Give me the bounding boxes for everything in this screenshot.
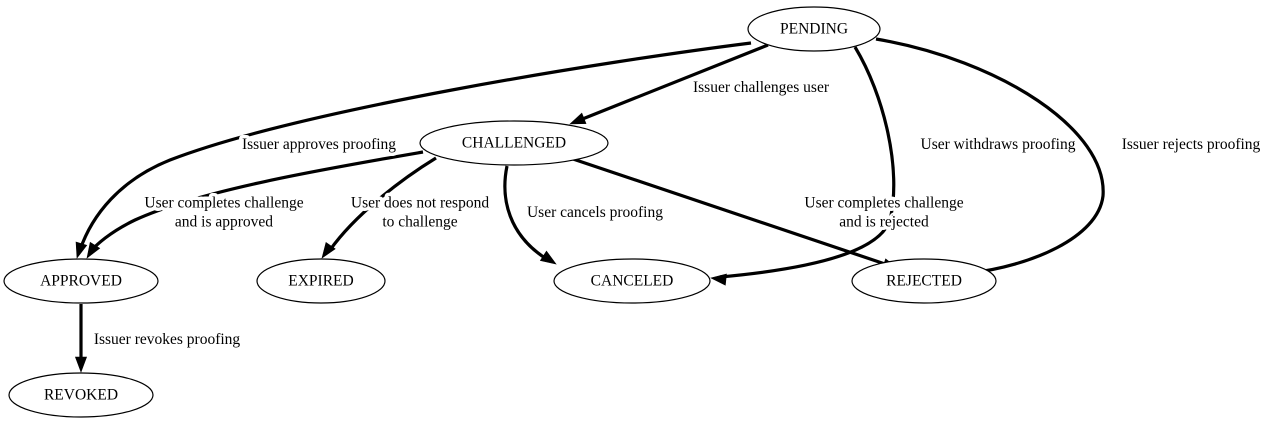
arrowhead-icon: [86, 241, 101, 259]
edge-label-halo: Issuer approves proofing: [242, 136, 396, 153]
edge-pending-challenged: [569, 43, 769, 125]
edge-line: [569, 156, 889, 267]
edge-label-challenged-rejected: User completes challenge and is rejected: [804, 194, 963, 230]
edge-label-pending-approved: Issuer approves proofing: [242, 136, 396, 153]
edge-label-line: and is approved: [175, 213, 273, 230]
edge-label-line: Issuer rejects proofing: [1122, 136, 1261, 153]
arrowhead-icon: [75, 241, 88, 259]
edge-pending-approved: [75, 41, 752, 259]
node-label: CANCELED: [591, 273, 674, 290]
edge-label-halo: User completes challenge and is rejected: [804, 194, 963, 230]
state-node-expired[interactable]: EXPIRED: [256, 258, 386, 304]
edge-label-line: User withdraws proofing: [921, 136, 1076, 153]
edge-label-line: User completes challenge: [804, 194, 963, 211]
edge-label-challenged-expired: User does not respond to challenge: [351, 194, 489, 230]
edge-challenged-canceled: [503, 165, 557, 265]
edge-label-line: and is approved: [175, 213, 273, 230]
arrowhead-icon: [74, 356, 88, 373]
edge-label-line: Issuer approves proofing: [242, 136, 396, 153]
edge-label-line: User completes challenge: [804, 194, 963, 211]
edge-line: [579, 43, 769, 122]
edge-label-line: Issuer revokes proofing: [94, 331, 241, 348]
edge-line: [503, 165, 546, 260]
edge-label-line: Issuer challenges user: [693, 79, 830, 96]
edge-line: [875, 37, 1105, 275]
state-node-revoked[interactable]: REVOKED: [8, 372, 154, 418]
state-node-pending[interactable]: PENDING: [747, 6, 881, 52]
node-ellipse: [851, 258, 997, 304]
edge-label-approved-revoked: Issuer revokes proofing: [94, 331, 241, 348]
edge-label-pending-challenged: Issuer challenges user: [693, 79, 830, 96]
arrowhead-icon: [539, 250, 557, 265]
edge-label-halo: Issuer revokes proofing: [94, 331, 241, 348]
node-label: PENDING: [780, 21, 848, 38]
edge-line: [78, 41, 752, 251]
edge-label-line: User cancels proofing: [527, 204, 663, 221]
edge-label-pending-rejected: Issuer rejects proofing: [1122, 136, 1261, 153]
edge-label-line: User does not respond: [351, 194, 489, 211]
node-label: CHALLENGED: [462, 135, 566, 152]
edge-label-line: and is rejected: [839, 213, 929, 230]
state-node-approved[interactable]: APPROVED: [3, 258, 159, 304]
edge-label-line: Issuer challenges user: [693, 79, 830, 96]
arrowhead-icon: [710, 273, 727, 286]
edge-label-line: Issuer rejects proofing: [1122, 136, 1261, 153]
edge-challenged-expired: [321, 156, 437, 259]
edge-label-line: to challenge: [382, 213, 457, 230]
edge-label-line: User completes challenge: [144, 194, 303, 211]
state-node-canceled[interactable]: CANCELED: [553, 258, 711, 304]
node-ellipse: [3, 258, 159, 304]
arrowhead-icon: [569, 112, 587, 125]
edge-label-line: Issuer revokes proofing: [94, 331, 241, 348]
edge-label-line: User completes challenge: [144, 194, 303, 211]
nodes-layer: PENDING CHALLENGED APPROVED EXPIRED CANCELED…: [3, 6, 997, 418]
edge-approved-revoked: [74, 304, 88, 373]
edge-label-halo: User completes challenge and is approved: [144, 194, 303, 230]
edge-label-halo: Issuer rejects proofing: [1122, 136, 1261, 153]
edge-pending-canceled: [710, 46, 896, 286]
edge-label-line: and is rejected: [839, 213, 929, 230]
node-label: REVOKED: [44, 387, 118, 404]
edge-label-line: User cancels proofing: [527, 204, 663, 221]
edge-label-halo: User withdraws proofing: [921, 136, 1076, 153]
node-ellipse: [747, 6, 881, 52]
edge-label-halo: Issuer challenges user: [693, 79, 830, 96]
edge-label-line: to challenge: [382, 213, 457, 230]
edge-pending-rejected: [875, 37, 1105, 285]
state-node-rejected[interactable]: REJECTED: [851, 258, 997, 304]
edge-label-line: User withdraws proofing: [921, 136, 1076, 153]
edge-label-halo: User cancels proofing: [527, 204, 663, 221]
edge-line: [328, 156, 437, 251]
edge-label-line: User does not respond: [351, 194, 489, 211]
edge-line: [88, 150, 424, 254]
edge-challenged-approved: [86, 150, 424, 259]
edge-label-pending-canceled: User withdraws proofing: [921, 136, 1076, 153]
node-label: EXPIRED: [288, 273, 353, 290]
edge-label-challenged-approved: User completes challenge and is approved: [144, 194, 303, 230]
node-ellipse: [8, 372, 154, 418]
node-ellipse: [419, 120, 609, 166]
edge-line: [719, 46, 896, 279]
edge-label-line: Issuer approves proofing: [242, 136, 396, 153]
edge-label-challenged-canceled: User cancels proofing: [527, 204, 663, 221]
state-node-challenged[interactable]: CHALLENGED: [419, 120, 609, 166]
node-ellipse: [256, 258, 386, 304]
node-ellipse: [553, 258, 711, 304]
edge-label-halo: User does not respond to challenge: [351, 194, 489, 230]
node-label: REJECTED: [886, 273, 962, 290]
node-label: APPROVED: [40, 273, 122, 290]
arrowhead-icon: [321, 242, 336, 259]
